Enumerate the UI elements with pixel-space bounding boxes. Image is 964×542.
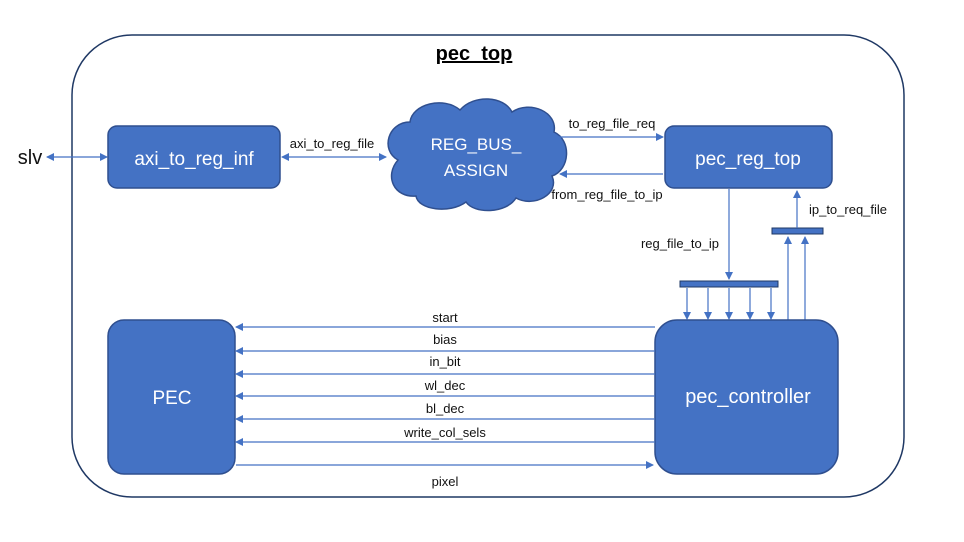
pec-reg-top-label: pec_reg_top [695, 149, 801, 170]
ip-to-req-file-bus-bar [771, 227, 824, 235]
axi-to-reg-inf-label: axi_to_reg_inf [134, 149, 254, 170]
pec-label: PEC [152, 388, 191, 409]
axi-to-reg-file-label: axi_to_reg_file [290, 136, 375, 151]
pec-controller-block: pec_controller [654, 319, 839, 475]
axi-to-reg-inf-block: axi_to_reg_inf [107, 125, 281, 189]
signal-in-bit-label: in_bit [429, 354, 460, 369]
pec-top-container [71, 34, 905, 498]
pec-block: PEC [107, 319, 236, 475]
pec-reg-top-block: pec_reg_top [664, 125, 833, 189]
slv-port-label: slv [18, 147, 42, 169]
from-reg-file-to-ip-label: from_reg_file_to_ip [551, 187, 662, 202]
signal-start-label: start [432, 310, 458, 325]
signal-bias-label: bias [433, 332, 457, 347]
reg-file-to-ip-bus-bar [679, 280, 779, 288]
signal-bl-dec-label: bl_dec [426, 401, 465, 416]
reg-bus-assign-line1: REG_BUS_ [431, 135, 522, 154]
to-reg-file-req-label: to_reg_file_req [569, 116, 656, 131]
signal-write-col-sels-label: write_col_sels [403, 425, 486, 440]
reg-bus-assign-line2: ASSIGN [444, 161, 508, 180]
reg-file-to-ip-label: reg_file_to_ip [641, 236, 719, 251]
signal-wl-dec-label: wl_dec [424, 378, 466, 393]
ip-to-req-file-label: ip_to_req_file [809, 202, 887, 217]
pec-controller-label: pec_controller [685, 386, 811, 408]
signal-pixel-label: pixel [432, 474, 459, 489]
reg-bus-assign-cloud: REG_BUS_ ASSIGN [387, 98, 568, 212]
diagram-title: pec_top [436, 43, 513, 65]
